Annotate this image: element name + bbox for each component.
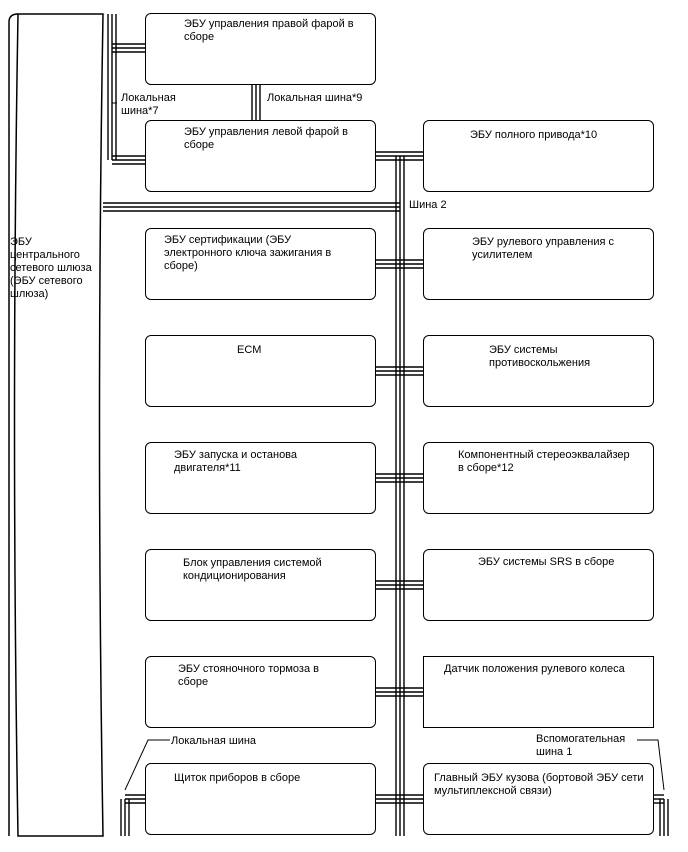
ecu-stereo: Компонентный стереоэквалайзер в сборе*12 [423, 442, 654, 514]
ecu-srs-label: ЭБУ системы SRS в сборе [478, 556, 615, 568]
bus-2-label: Шина 2 [408, 199, 448, 212]
ecu-left-headlamp-label: ЭБУ управления левой фарой в сборе [184, 126, 348, 151]
ecu-power-steering-label: ЭБУ рулевого управления с усилителем [472, 236, 615, 261]
steering-angle-sensor: Датчик положения рулевого колеса [423, 656, 654, 728]
ecu-right-headlamp-label: ЭБУ управления правой фарой в сборе [184, 18, 354, 43]
local-bus-7-label: Локальная шина*7 [120, 92, 177, 118]
ecu-parking-brake-label: ЭБУ стояночного тормоза в сборе [178, 663, 319, 688]
ecu-right-headlamp: ЭБУ управления правой фарой в сборе [145, 13, 376, 85]
ecu-stop-start: ЭБУ запуска и останова двигателя*11 [145, 442, 376, 514]
combination-meter: Щиток приборов в сборе [145, 763, 376, 835]
ecu-pre-collision-label: ЭБУ системы противоскольжения [489, 344, 591, 369]
local-bus-label: Локальная шина [170, 735, 258, 748]
ecu-stereo-label: Компонентный стереоэквалайзер в сборе*12 [458, 449, 630, 474]
aux-bus-1-label: Вспомогательная шина 1 [535, 733, 627, 759]
local-bus-9-label: Локальная шина*9 [266, 92, 364, 105]
ecu-pre-collision: ЭБУ системы противоскольжения [423, 335, 654, 407]
ecu-awd: ЭБУ полного привода*10 [423, 120, 654, 192]
combination-meter-label: Щиток приборов в сборе [174, 772, 301, 784]
gateway-ecu-label: ЭБУ центрального сетевого шлюза (ЭБУ сет… [10, 236, 92, 300]
gateway-outline [13, 13, 104, 837]
main-body-ecu-label: Главный ЭБУ кузова (бортовой ЭБУ сети му… [434, 772, 644, 797]
ecu-certification-label: ЭБУ сертификации (ЭБУ электронного ключа… [164, 234, 332, 272]
ecu-air-conditioning: Блок управления системой кондиционирован… [145, 549, 376, 621]
ecu-srs: ЭБУ системы SRS в сборе [423, 549, 654, 621]
ecu-awd-label: ЭБУ полного привода*10 [470, 129, 598, 141]
ecu-stop-start-label: ЭБУ запуска и останова двигателя*11 [174, 449, 298, 474]
ecu-parking-brake: ЭБУ стояночного тормоза в сборе [145, 656, 376, 728]
ecu-air-conditioning-label: Блок управления системой кондиционирован… [183, 557, 322, 582]
main-body-ecu: Главный ЭБУ кузова (бортовой ЭБУ сети му… [423, 763, 654, 835]
ecu-ecm-label: ECM [237, 344, 262, 356]
ecu-left-headlamp: ЭБУ управления левой фарой в сборе [145, 120, 376, 192]
ecu-ecm: ECM [145, 335, 376, 407]
steering-angle-sensor-label: Датчик положения рулевого колеса [444, 663, 625, 675]
ecu-power-steering: ЭБУ рулевого управления с усилителем [423, 228, 654, 300]
ecu-certification: ЭБУ сертификации (ЭБУ электронного ключа… [145, 228, 376, 300]
